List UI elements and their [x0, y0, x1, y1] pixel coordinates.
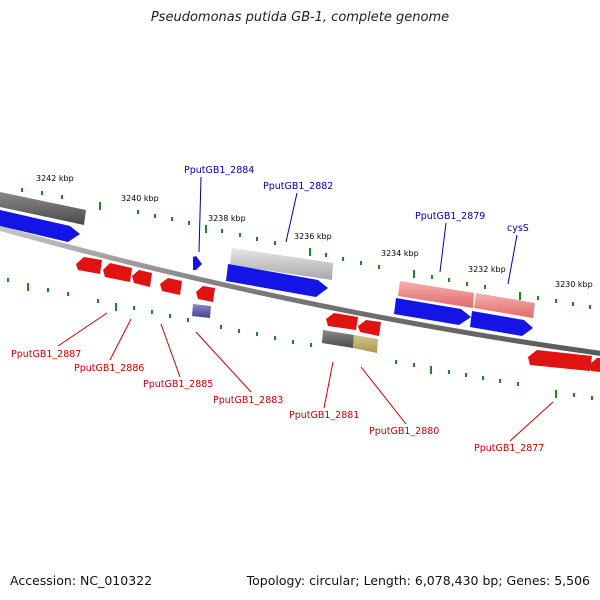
scale-ticks-lower: [7, 278, 593, 400]
reverse-feature-olive: [353, 335, 378, 353]
scale-labels: 3242 kbp 3240 kbp 3238 kbp 3236 kbp 3234…: [36, 174, 593, 289]
reverse-feature-gray: [322, 330, 354, 348]
reverse-gene-arrow: [132, 270, 152, 287]
callout-line: [323, 361, 334, 409]
gene-label-PputGB1_2880[interactable]: PputGB1_2880: [369, 426, 439, 437]
forward-gene-label-text: PputGB1_2884 PputGB1_2882 PputGB1_2879 c…: [184, 165, 529, 234]
forward-gene-arrow: [394, 298, 471, 325]
reverse-gene-arrow: [196, 286, 215, 302]
forward-gene-arrow-small: [193, 256, 202, 270]
feature-bar-gray: [0, 192, 86, 225]
forward-gene-track: [0, 210, 533, 336]
gene-label-PputGB1_2877[interactable]: PputGB1_2877: [474, 443, 544, 454]
gene-label-PputGB1_2887[interactable]: PputGB1_2887: [11, 349, 81, 360]
callout-line: [439, 222, 447, 273]
topology-text: Topology: circular; Length: 6,078,430 bp…: [246, 573, 590, 588]
scale-label: 3230 kbp: [555, 280, 593, 289]
callout-line: [160, 323, 181, 378]
scale-label: 3242 kbp: [36, 174, 74, 183]
gene-label-PputGB1_2881[interactable]: PputGB1_2881: [289, 410, 359, 421]
scale-label: 3238 kbp: [208, 214, 246, 223]
genome-backbone: [0, 225, 600, 356]
gene-label-PputGB1_2883[interactable]: PputGB1_2883: [213, 395, 283, 406]
reverse-gene-labels: [57, 312, 554, 442]
reverse-gene-arrow: [326, 313, 358, 330]
gene-label-PputGB1_2884[interactable]: PputGB1_2884: [184, 165, 254, 176]
callout-line: [285, 192, 298, 243]
accession-text: Accession: NC_010322: [10, 573, 153, 588]
callout-line: [195, 331, 252, 393]
feature-bar-pink: [474, 293, 535, 318]
reverse-gene-track: [76, 257, 600, 372]
scale-label: 3240 kbp: [121, 194, 159, 203]
callout-line: [57, 312, 108, 347]
scale-label: 3236 kbp: [294, 232, 332, 241]
forward-gene-arrow: [470, 311, 533, 336]
reverse-gene-arrow: [76, 257, 102, 274]
callout-line: [198, 176, 202, 253]
page-title: Pseudomonas putida GB-1, complete genome: [150, 10, 450, 25]
scale-ticks-upper: [21, 188, 591, 309]
gene-label-PputGB1_2886[interactable]: PputGB1_2886: [74, 363, 144, 374]
reverse-gene-arrow: [589, 358, 600, 372]
gene-label-cysS[interactable]: cysS: [507, 223, 529, 234]
callout-line: [360, 366, 407, 425]
reverse-gene-arrow: [528, 350, 592, 371]
reverse-gene-arrow: [358, 320, 381, 336]
callout-line: [509, 401, 554, 442]
reverse-gene-navy: [192, 304, 211, 318]
callout-line: [109, 318, 132, 361]
callout-line: [507, 234, 518, 285]
feature-bar-pink: [398, 281, 474, 308]
gene-label-PputGB1_2882[interactable]: PputGB1_2882: [263, 181, 333, 192]
gene-label-PputGB1_2885[interactable]: PputGB1_2885: [143, 379, 213, 390]
forward-gene-labels: [198, 176, 518, 285]
reverse-gene-arrow: [103, 263, 132, 282]
reverse-gene-label-text: PputGB1_2887 PputGB1_2886 PputGB1_2885 P…: [11, 349, 544, 454]
forward-gene-arrow: [0, 210, 80, 242]
scale-label: 3232 kbp: [468, 265, 506, 274]
forward-gene-arrow: [226, 264, 328, 297]
scale-label: 3234 kbp: [381, 249, 419, 258]
reverse-gene-arrow: [160, 278, 182, 295]
feature-bar-light: [230, 248, 333, 280]
upper-feature-track: [0, 192, 535, 318]
gene-label-PputGB1_2879[interactable]: PputGB1_2879: [415, 211, 485, 222]
